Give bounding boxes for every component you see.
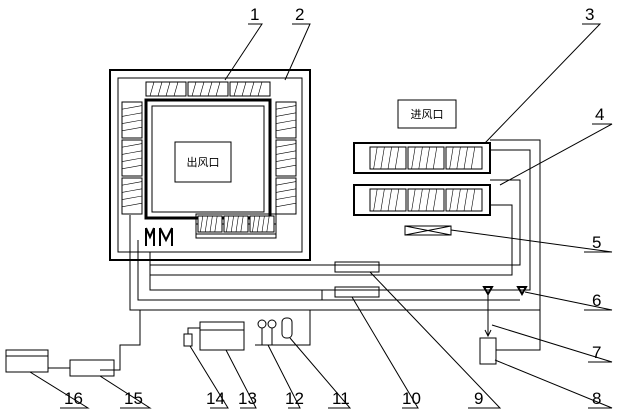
callout-7: 7 (592, 343, 601, 362)
callout-11: 11 (332, 389, 350, 408)
small-coil-5 (404, 225, 452, 236)
heat-exchanger-9 (334, 261, 380, 273)
outlet-coils (121, 81, 297, 233)
callout-8: 8 (592, 389, 601, 408)
inlet-unit: 进风口 (353, 99, 491, 216)
leader-5 (450, 229, 613, 253)
coil-cell (223, 215, 249, 233)
coil-cell (275, 101, 297, 139)
outlet-inner-frame (117, 77, 303, 253)
gauge-pipes (255, 328, 300, 346)
coil-cell (121, 177, 143, 215)
coil-cell (197, 215, 223, 233)
callout-10: 10 (402, 389, 421, 408)
callout-2: 2 (295, 5, 304, 24)
inlet-label: 进风口 (411, 108, 444, 121)
tank-16 (5, 349, 49, 373)
pipe-link (321, 289, 335, 300)
inlet-label-box (397, 99, 457, 129)
pump-14 (183, 333, 193, 347)
coil-cell (229, 81, 271, 97)
leader-7 (491, 324, 613, 363)
pump-14-pipe (187, 327, 200, 334)
coil-cell (369, 188, 407, 212)
leader-14 (189, 345, 229, 409)
pipe-8-return (496, 310, 541, 351)
small-coil-cross (404, 225, 452, 236)
outlet-label: 出风口 (187, 155, 220, 169)
leader-4 (499, 123, 613, 186)
leader-1 (224, 23, 263, 81)
valve-icon (516, 286, 528, 297)
leader-16 (29, 371, 90, 409)
arrow-down-icon (484, 329, 492, 338)
leader-2 (284, 23, 311, 81)
leader-11 (289, 337, 352, 409)
pipe-loop-5 (150, 204, 513, 276)
callout-numbers: 1 2 3 4 5 6 7 8 9 10 11 12 13 14 15 16 (64, 5, 604, 408)
coil-cell (249, 215, 275, 233)
coil-cell (275, 139, 297, 177)
coil-cell (145, 81, 187, 97)
outlet-outer-frame (109, 69, 311, 261)
callout-15: 15 (124, 389, 143, 408)
coil-cell (187, 81, 229, 97)
inlet-coil-lower-frame (353, 184, 491, 216)
coil-cell (445, 146, 483, 170)
inlet-coils (369, 146, 483, 212)
heat-exchanger-10 (334, 286, 380, 298)
tank-8 (479, 337, 497, 365)
heat-exchanger-15 (69, 359, 115, 377)
pipe-loop-mid (137, 240, 520, 301)
callout-4: 4 (595, 105, 604, 124)
coil-cell (121, 139, 143, 177)
callout-6: 6 (592, 291, 601, 310)
callout-3: 3 (585, 5, 594, 24)
tank-13 (199, 321, 245, 351)
pipe-to-11 (290, 310, 311, 346)
callout-12: 12 (285, 389, 304, 408)
leaders (29, 23, 613, 409)
coil-cell (369, 146, 407, 170)
coil-cell (275, 177, 297, 215)
leader-13 (225, 349, 257, 409)
leader-10 (351, 296, 419, 409)
callout-14: 14 (206, 389, 225, 408)
inlet-coil-upper-frame (353, 142, 491, 174)
piping (5, 139, 541, 377)
leader-3 (484, 23, 602, 144)
valve-icon (482, 286, 494, 297)
leader-8 (494, 359, 613, 409)
outlet-label-box (174, 141, 232, 183)
leader-6 (524, 291, 613, 311)
callout-5: 5 (592, 233, 601, 252)
callout-9: 9 (474, 389, 483, 408)
leader-12 (267, 344, 301, 409)
m-symbol (159, 227, 173, 246)
gauge-icon (257, 319, 267, 329)
coil-cell (407, 146, 445, 170)
fan-symbol (145, 227, 155, 246)
leader-15 (99, 375, 152, 409)
outlet-box (151, 105, 265, 213)
filter-11 (281, 317, 293, 339)
gauge-icon (267, 319, 277, 329)
callout-13: 13 (238, 389, 257, 408)
outlet-unit: 出风口 (109, 69, 311, 261)
pipe-loop-3 (149, 149, 531, 291)
pipe-to-15 (100, 310, 141, 371)
callout-1: 1 (250, 5, 259, 24)
leader-9 (369, 271, 502, 409)
coil-cell (121, 101, 143, 139)
coil-cell (445, 188, 483, 212)
coil-cell (407, 188, 445, 212)
callout-16: 16 (64, 389, 83, 408)
